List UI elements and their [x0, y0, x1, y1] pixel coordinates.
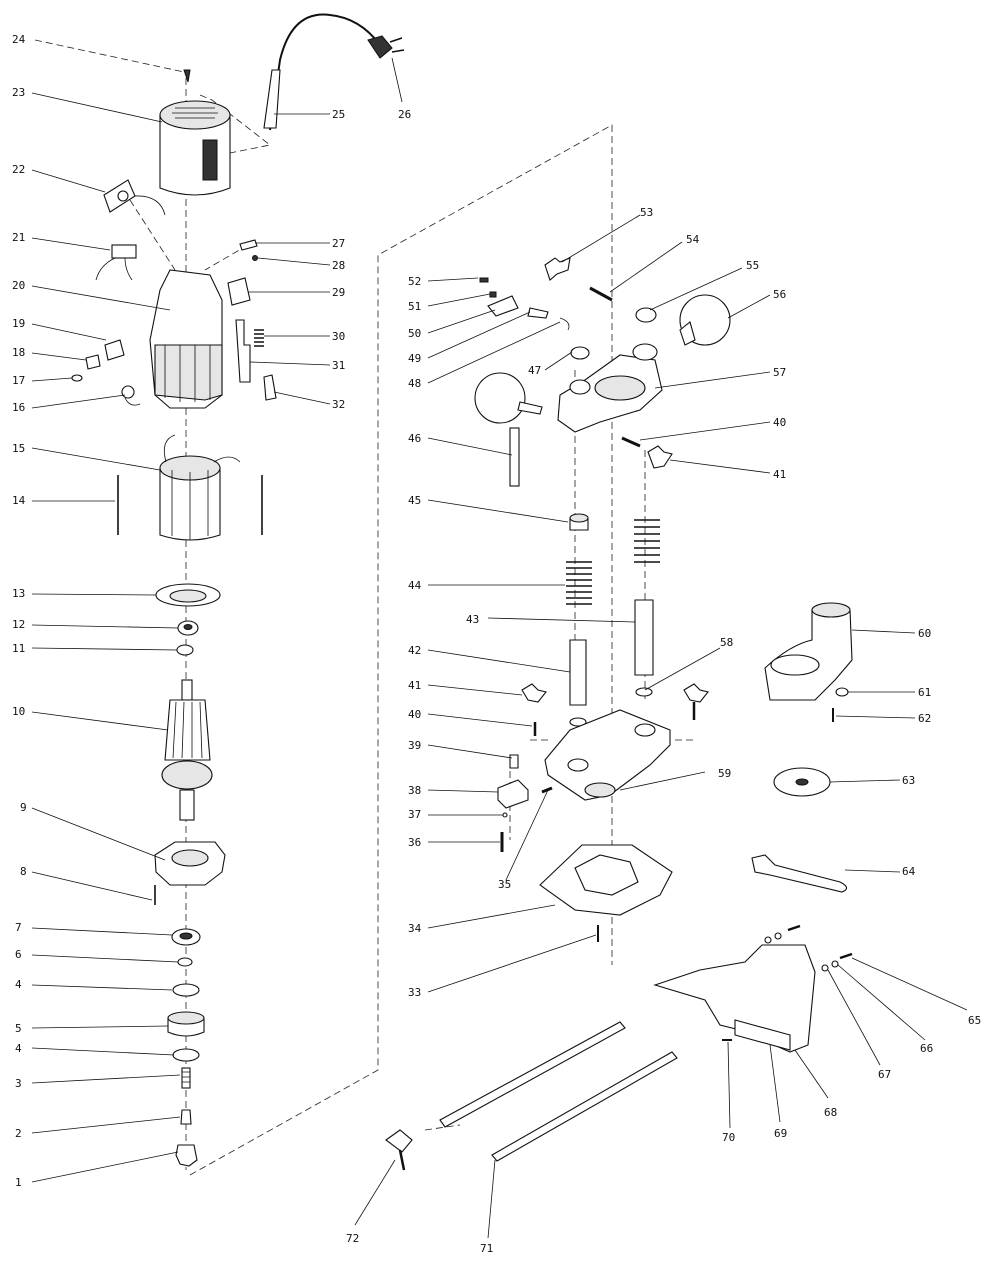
label-part-4b: 4 — [15, 1042, 22, 1055]
label-part-43: 43 — [466, 613, 479, 626]
part-number-labels: 1 2 3 4 5 4 6 7 8 9 10 11 12 13 14 15 16… — [12, 33, 981, 1255]
motor-assembly-parts — [71, 13, 405, 1167]
label-part-27: 27 — [332, 237, 345, 250]
label-part-44: 44 — [408, 579, 422, 592]
label-part-53: 53 — [640, 206, 653, 219]
label-part-32: 32 — [332, 398, 345, 411]
label-part-26: 26 — [398, 108, 411, 121]
label-part-37: 37 — [408, 808, 421, 821]
label-part-41: 41 — [408, 679, 421, 692]
label-part-18: 18 — [12, 346, 25, 359]
label-part-23: 23 — [12, 86, 25, 99]
label-part-57: 57 — [773, 366, 786, 379]
label-part-50: 50 — [408, 327, 421, 340]
label-part-39: 39 — [408, 739, 421, 752]
label-part-45: 45 — [408, 494, 421, 507]
label-part-16: 16 — [12, 401, 25, 414]
label-part-66: 66 — [920, 1042, 933, 1055]
label-part-8: 8 — [20, 865, 27, 878]
label-part-10: 10 — [12, 705, 25, 718]
label-part-35: 35 — [498, 878, 511, 891]
label-part-14: 14 — [12, 494, 26, 507]
assembly-guide-lines — [129, 78, 695, 1176]
label-part-6: 6 — [15, 948, 22, 961]
label-part-5: 5 — [15, 1022, 22, 1035]
label-part-65: 65 — [968, 1014, 981, 1027]
label-part-72: 72 — [346, 1232, 359, 1245]
label-part-3: 3 — [15, 1077, 22, 1090]
label-part-62: 62 — [918, 712, 931, 725]
label-part-38: 38 — [408, 784, 421, 797]
label-part-42: 42 — [408, 644, 421, 657]
plunge-base-parts — [385, 257, 853, 1171]
label-part-70: 70 — [722, 1131, 735, 1144]
label-part-30: 30 — [332, 330, 345, 343]
label-part-25: 25 — [332, 108, 345, 121]
label-part-58: 58 — [720, 636, 733, 649]
label-part-49: 49 — [408, 352, 421, 365]
label-part-15: 15 — [12, 442, 25, 455]
label-part-40: 40 — [408, 708, 421, 721]
label-part-12: 12 — [12, 618, 25, 631]
label-part-29: 29 — [332, 286, 345, 299]
label-part-17: 17 — [12, 374, 25, 387]
label-part-21: 21 — [12, 231, 25, 244]
label-part-71: 71 — [480, 1242, 493, 1255]
label-part-51: 51 — [408, 300, 421, 313]
label-part-60: 60 — [918, 627, 931, 640]
label-part-34: 34 — [408, 922, 422, 935]
label-part-54: 54 — [686, 233, 700, 246]
label-part-63: 63 — [902, 774, 915, 787]
leader-lines — [31, 39, 968, 1239]
label-part-19: 19 — [12, 317, 25, 330]
label-part-48: 48 — [408, 377, 421, 390]
label-part-52: 52 — [408, 275, 421, 288]
label-part-2: 2 — [15, 1127, 22, 1140]
label-part-1: 1 — [15, 1176, 22, 1189]
label-part-24: 24 — [12, 33, 26, 46]
label-part-59: 59 — [718, 767, 731, 780]
label-part-64: 64 — [902, 865, 916, 878]
label-part-20: 20 — [12, 279, 25, 292]
label-part-69: 69 — [774, 1127, 787, 1140]
label-part-41b: 41 — [773, 468, 786, 481]
label-part-67: 67 — [878, 1068, 891, 1081]
label-part-11: 11 — [12, 642, 25, 655]
label-part-68: 68 — [824, 1106, 837, 1119]
label-part-31: 31 — [332, 359, 345, 372]
label-part-55: 55 — [746, 259, 759, 272]
label-part-7: 7 — [15, 921, 22, 934]
label-part-46: 46 — [408, 432, 421, 445]
label-part-40b: 40 — [773, 416, 786, 429]
label-part-28: 28 — [332, 259, 345, 272]
label-part-13: 13 — [12, 587, 25, 600]
label-part-9: 9 — [20, 801, 27, 814]
label-part-56: 56 — [773, 288, 786, 301]
label-part-61: 61 — [918, 686, 931, 699]
label-part-36: 36 — [408, 836, 421, 849]
label-part-22: 22 — [12, 163, 25, 176]
label-part-47: 47 — [528, 364, 541, 377]
label-part-4: 4 — [15, 978, 22, 991]
label-part-33: 33 — [408, 986, 421, 999]
